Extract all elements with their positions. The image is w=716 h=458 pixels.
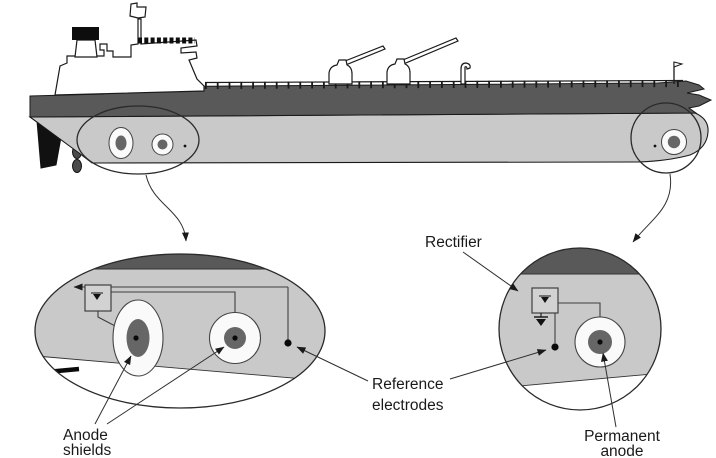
leader-anode-shield-right: [106, 346, 225, 425]
bow-bubble-outline: [498, 247, 662, 411]
label-permanent-anode-line2: anode: [600, 443, 643, 458]
reference-electrode-bow-detail: [551, 343, 559, 351]
label-reference-electrodes-line2: electrodes: [372, 397, 444, 414]
bow-highlight-circle: [630, 102, 702, 174]
propeller-blade-lower: [72, 159, 82, 173]
deck-vent: [460, 62, 471, 85]
shielded-anode-right: [208, 311, 262, 365]
stern-detail-bubble: [34, 253, 326, 409]
pointer-to-stern-detail: [145, 174, 189, 242]
leader-permanent-anode: [601, 352, 617, 428]
bow-detail-deck-band: [499, 248, 661, 274]
label-permanent-anode-line1: Permanent: [584, 428, 661, 445]
stern-detail-hull: [35, 269, 325, 381]
rectifier-box-stern: [84, 284, 112, 312]
stern-bubble-outline: [34, 253, 326, 409]
leader-reference-left: [296, 346, 369, 382]
funnel-body: [74, 39, 98, 58]
ship-side-view: [28, 2, 713, 243]
hull-anodes-stern: [108, 127, 187, 159]
bow-flag-mast: [673, 61, 684, 84]
callout-labels: Rectifier Reference electrodes Anode shi…: [63, 234, 661, 458]
mast-flag: [129, 2, 147, 19]
leader-rectifier: [462, 251, 519, 292]
stern-detail-hull-section: [35, 254, 325, 382]
hull-anode-bow: [653, 129, 687, 155]
leader-anode-shield-left: [94, 355, 132, 425]
stern-highlight-ellipse: [76, 105, 200, 175]
pointer-to-bow-detail: [632, 173, 672, 243]
shielded-anode-left: [112, 299, 164, 377]
ground-symbol: [534, 313, 548, 326]
hull-bottom-edge: [499, 372, 661, 389]
diode-symbol: [541, 297, 549, 303]
leader-reference-right: [449, 349, 547, 380]
diode-symbol: [93, 294, 101, 300]
crane-derrick-aft: [328, 45, 386, 85]
permanent-anode: [574, 316, 626, 368]
hull-bottom-edge: [35, 355, 325, 382]
rectifier-box-bow: [531, 287, 559, 326]
bow-detail-hull-section: [499, 248, 661, 389]
reference-electrode-dot-stern: [183, 144, 187, 148]
superstructure: [54, 18, 205, 96]
crane-derrick-fore: [386, 37, 459, 85]
reference-electrode-dot-bow: [653, 144, 657, 148]
label-anode-shields-line2: shields: [63, 442, 111, 458]
railing-top-rail: [204, 79, 684, 84]
ship-hull: [28, 112, 709, 164]
bow-detail-bubble: [498, 247, 662, 411]
label-reference-electrodes-line1: Reference: [372, 376, 444, 393]
label-rectifier: Rectifier: [425, 234, 482, 251]
funnel-cap: [72, 27, 99, 40]
label-anode-shields-line1: Anode: [63, 427, 108, 444]
reference-electrode-stern-detail: [284, 339, 292, 347]
stern-detail-deck-band: [35, 254, 325, 269]
